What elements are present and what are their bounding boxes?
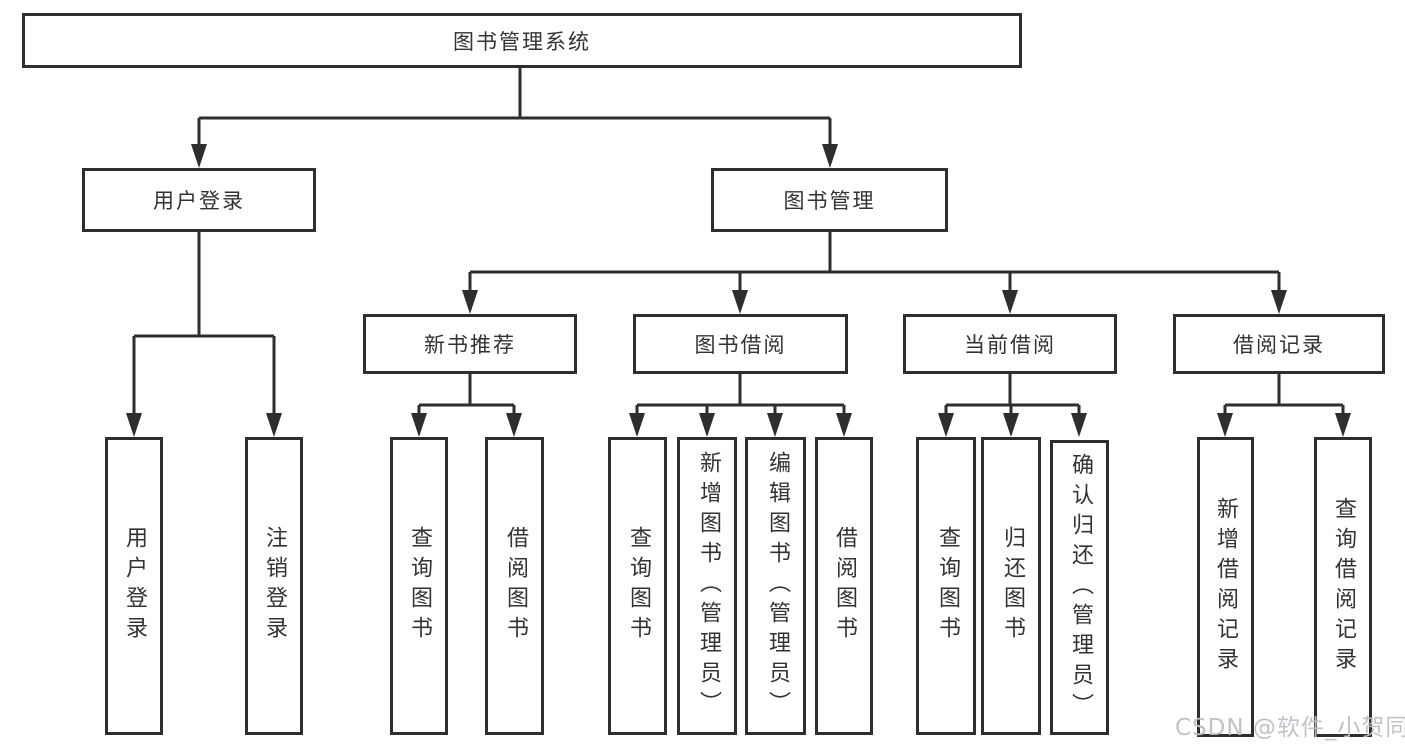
node-label: 图书借阅 [694,333,787,357]
leaf-query-books-borrowing: 查询图书 [608,437,667,735]
leaf-query-books-current: 查询图书 [916,437,976,735]
node-label: 图书管理 [783,189,876,213]
leaf-borrow-books-recommend: 借阅图书 [485,437,544,735]
leaf-query-books-recommend: 查询图书 [390,437,448,735]
node-label: 借阅记录 [1233,333,1325,357]
leaf-edit-book-admin: 编辑图书（管理员） [745,437,806,735]
node-label: 用户登录 [153,189,245,213]
node-book-management: 图书管理 [711,168,948,232]
node-borrowing-records: 借阅记录 [1173,314,1385,374]
arrowheads [126,144,1351,437]
leaf-logout: 注销登录 [245,437,303,735]
leaf-borrow-books-borrowing: 借阅图书 [815,437,873,735]
leaf-confirm-return-admin: 确认归还（管理员） [1050,440,1109,735]
watermark: CSDN @软件_小贺同学 [1175,715,1405,741]
node-book-borrowing: 图书借阅 [633,314,848,374]
node-user-login: 用户登录 [82,168,316,232]
node-label: 新书推荐 [424,333,516,357]
node-label: 图书管理系统 [453,29,591,54]
node-new-book-recommendation: 新书推荐 [363,314,577,374]
node-current-borrowing: 当前借阅 [903,314,1117,374]
leaf-return-books: 归还图书 [981,437,1041,735]
node-label: 当前借阅 [964,333,1056,357]
leaf-add-borrow-record: 新增借阅记录 [1197,437,1254,737]
leaf-add-book-admin: 新增图书（管理员） [677,437,737,735]
node-library-management-system: 图书管理系统 [22,13,1022,68]
leaf-query-borrow-record: 查询借阅记录 [1314,437,1372,737]
leaf-user-login: 用户登录 [105,437,163,735]
